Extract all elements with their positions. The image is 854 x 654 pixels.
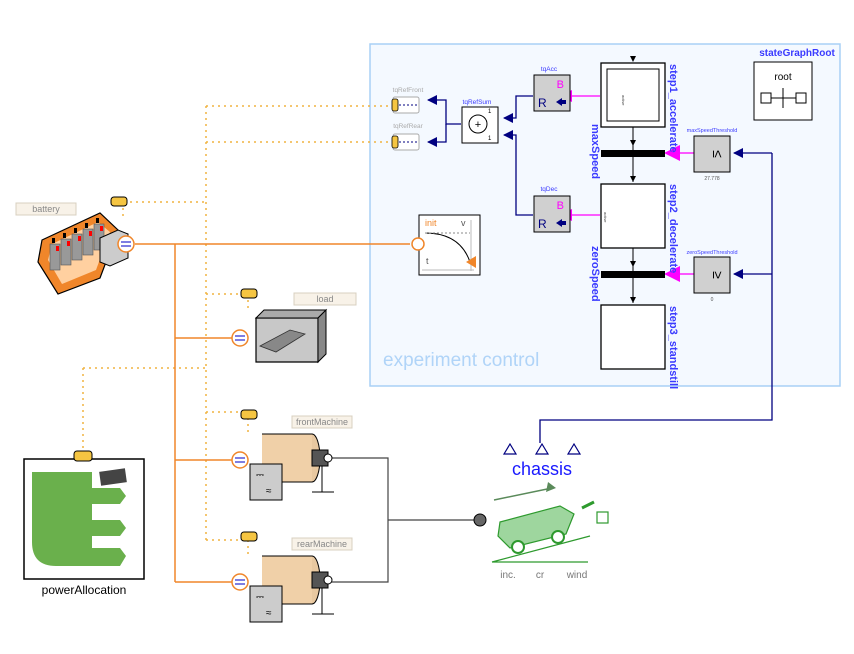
battery-bus-port[interactable] bbox=[110, 196, 128, 207]
rear-machine-label: rearMachine bbox=[297, 539, 347, 549]
zero-speed-threshold-value: 0 bbox=[711, 297, 714, 303]
state-graph-root[interactable]: stateGraphRoot root bbox=[753, 48, 835, 121]
battery-label: battery bbox=[32, 204, 60, 214]
step2-label: step2_decelerate bbox=[667, 184, 679, 273]
max-speed-threshold-label: maxSpeedThreshold bbox=[687, 128, 738, 134]
sum-gain-2: 1 bbox=[488, 136, 492, 142]
speed-source-port[interactable] bbox=[411, 237, 425, 251]
init-label: init bbox=[425, 218, 437, 228]
front-machine-flange[interactable] bbox=[323, 453, 333, 463]
v-label: v bbox=[461, 218, 466, 228]
load-electric-port[interactable] bbox=[231, 329, 249, 347]
tq-ref-rear[interactable]: tqRefRear bbox=[391, 123, 424, 151]
zero-speed-threshold-label: zeroSpeedThreshold bbox=[686, 250, 737, 256]
load-label: load bbox=[316, 294, 333, 304]
power-allocation[interactable]: powerAllocation bbox=[23, 450, 145, 597]
chip-icon bbox=[99, 468, 127, 486]
dc-symbol: ⎓ bbox=[256, 592, 264, 603]
chassis-output-port[interactable] bbox=[596, 511, 609, 524]
mechanical-connections bbox=[330, 457, 480, 583]
tq-ref-rear-label: tqRefRear bbox=[393, 123, 423, 130]
tq-ref-sum[interactable]: tqRefSum + 1 1 bbox=[461, 99, 499, 144]
chassis-port-label-inc: inc. bbox=[500, 570, 516, 581]
rear-machine[interactable]: rearMachine ⎓ ≈ bbox=[231, 531, 353, 623]
arrow-left-icon bbox=[556, 98, 566, 106]
greater-equal-symbol: ≥ bbox=[710, 271, 726, 279]
switch-b-label: B bbox=[557, 200, 564, 212]
zero-speed-threshold[interactable]: zeroSpeedThreshold ≥ 0 bbox=[686, 250, 737, 303]
power-allocation-icon bbox=[32, 472, 126, 566]
transition-zero-speed[interactable]: zeroSpeed bbox=[589, 246, 665, 303]
battery-electric-port[interactable] bbox=[117, 235, 135, 253]
transition-max-label: maxSpeed bbox=[589, 124, 601, 179]
t-label: t bbox=[426, 256, 429, 266]
chip-icon bbox=[259, 329, 306, 353]
ac-symbol: ≈ bbox=[266, 486, 272, 497]
speed-source[interactable]: init v t bbox=[411, 214, 481, 276]
tq-acc-label: tqAcc bbox=[541, 66, 558, 73]
rear-machine-flange[interactable] bbox=[323, 575, 333, 585]
front-machine-electric-port[interactable] bbox=[231, 451, 249, 469]
tq-dec-label: tqDec bbox=[541, 186, 559, 193]
chassis-label: chassis bbox=[512, 459, 572, 479]
battery[interactable]: battery bbox=[15, 196, 135, 295]
switch-b-label: B bbox=[557, 79, 564, 91]
power-allocation-bus-port[interactable] bbox=[73, 450, 93, 462]
switch-r-label: R bbox=[538, 217, 547, 231]
chassis-port-label-wind: wind bbox=[566, 570, 588, 581]
tq-acc[interactable]: tqAcc B R bbox=[533, 66, 571, 112]
tq-ref-front[interactable]: tqRefFront bbox=[391, 87, 424, 114]
step3-label: step3_standstill bbox=[667, 306, 679, 389]
max-speed-threshold-value: 27.778 bbox=[704, 176, 720, 182]
transition-max-speed[interactable]: maxSpeed bbox=[589, 124, 665, 182]
front-machine-bus-port[interactable] bbox=[240, 409, 258, 420]
load[interactable]: load bbox=[231, 288, 357, 364]
load-bus-port[interactable] bbox=[240, 288, 258, 299]
root-label: root bbox=[774, 72, 791, 83]
less-equal-symbol: ≤ bbox=[710, 150, 726, 158]
arrow-left-icon bbox=[556, 219, 566, 227]
sum-symbol: + bbox=[475, 119, 481, 131]
chassis-input-ports[interactable] bbox=[502, 442, 582, 455]
step1-label: step1_accelerate bbox=[667, 64, 679, 153]
battery-label-box bbox=[15, 202, 77, 216]
rear-machine-bus-port[interactable] bbox=[240, 531, 258, 542]
front-machine-label: frontMachine bbox=[296, 417, 348, 427]
tq-ref-front-label: tqRefFront bbox=[393, 87, 424, 94]
power-allocation-label: powerAllocation bbox=[42, 583, 127, 597]
signal-connections bbox=[427, 95, 773, 443]
tq-ref-sum-label: tqRefSum bbox=[463, 99, 492, 106]
step1-active-label: active bbox=[621, 95, 626, 106]
transition-zero-label: zeroSpeed bbox=[589, 246, 601, 302]
dc-symbol: ⎓ bbox=[256, 470, 264, 481]
electric-connections bbox=[135, 243, 410, 583]
bus-connections bbox=[82, 105, 393, 556]
state-graph-root-label: stateGraphRoot bbox=[759, 48, 835, 59]
rear-machine-electric-port[interactable] bbox=[231, 573, 249, 591]
ac-symbol: ≈ bbox=[266, 608, 272, 619]
front-machine[interactable]: frontMachine ⎓ ≈ bbox=[231, 409, 353, 501]
switch-r-label: R bbox=[538, 96, 547, 110]
chassis[interactable]: chassis inc. cr wind bbox=[473, 442, 609, 581]
step3-standstill[interactable]: step3_standstill bbox=[600, 304, 679, 389]
step1-accelerate[interactable]: active step1_accelerate bbox=[600, 56, 679, 153]
chassis-port-label-cr: cr bbox=[536, 570, 545, 581]
sum-gain-1: 1 bbox=[488, 109, 492, 115]
chassis-flange[interactable] bbox=[473, 513, 487, 527]
tq-dec[interactable]: tqDec B R bbox=[533, 186, 571, 233]
step2-active-label: active bbox=[603, 212, 608, 223]
max-speed-threshold[interactable]: maxSpeedThreshold ≤ 27.778 bbox=[687, 128, 738, 182]
experiment-control-label: experiment control bbox=[383, 350, 539, 371]
boolean-connections bbox=[570, 95, 694, 275]
